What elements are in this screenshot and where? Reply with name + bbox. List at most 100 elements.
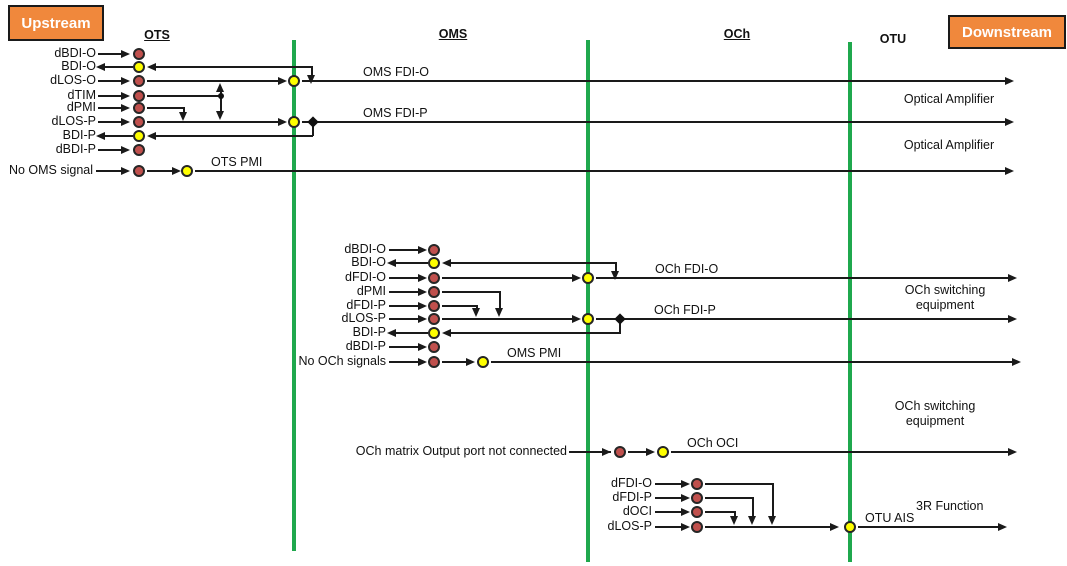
return-line: [312, 124, 314, 136]
flow-line: [442, 361, 470, 363]
arrowhead-up: [216, 83, 224, 92]
flow-line: [389, 291, 419, 293]
layer-header-ots: OTS: [144, 28, 170, 42]
och-defect-label-dlos-p: dLOS-P: [607, 519, 652, 533]
tap-arrow-down: [611, 271, 619, 280]
flow-line: [183, 107, 185, 114]
arrowhead-right: [278, 118, 287, 126]
flow-line: [105, 135, 133, 137]
arrowhead-right: [646, 448, 655, 456]
arrowhead-right: [1005, 167, 1014, 175]
arrowhead-right: [681, 508, 690, 516]
oms-defect-label-bdi-o: BDI-O: [351, 255, 386, 269]
flow-line: [655, 511, 681, 513]
flow-line: [442, 277, 573, 279]
flow-line: [98, 107, 126, 109]
arrowhead-left: [96, 132, 105, 140]
flow-line: [596, 318, 1010, 320]
tap-arrow-down: [307, 75, 315, 84]
signal-dot: [288, 116, 300, 128]
defect-dot: [691, 521, 703, 533]
return-line: [451, 262, 617, 264]
signal-label-och-fdi-o: OCh FDI-O: [655, 262, 719, 276]
flow-line: [98, 53, 126, 55]
return-line: [156, 135, 313, 137]
ots-defect-label-bdi-p: BDI-P: [62, 128, 96, 142]
ots-defect-label-dbdi-p: dBDI-P: [55, 142, 96, 156]
arrowhead-right: [1012, 358, 1021, 366]
och-defect-label-dfdi-p: dFDI-P: [612, 490, 652, 504]
arrowhead-right: [681, 494, 690, 502]
arrowhead-down: [768, 516, 776, 525]
arrowhead-down: [216, 111, 224, 120]
return-line: [619, 321, 621, 333]
oms-defect-label-dfdi-p: dFDI-P: [346, 298, 386, 312]
arrowhead-right: [418, 315, 427, 323]
flow-line: [396, 262, 428, 264]
arrowhead-right: [121, 92, 130, 100]
arrowhead-right: [121, 146, 130, 154]
ots-defect-label-bdi-o: BDI-O: [61, 59, 96, 73]
signal-label-oms-fdi-o: OMS FDI-O: [363, 65, 429, 79]
signal-dot: [477, 356, 489, 368]
flow-line: [98, 95, 126, 97]
arrowhead-right: [121, 118, 130, 126]
arrowhead-right: [172, 167, 181, 175]
arrowhead-down: [495, 308, 503, 317]
arrowhead-right: [572, 315, 581, 323]
flow-line: [389, 318, 419, 320]
flow-line: [147, 80, 279, 82]
return-line: [156, 66, 312, 68]
signal-dot: [288, 75, 300, 87]
defect-dot: [133, 144, 145, 156]
signal-dot: [133, 61, 145, 73]
arrowhead-left: [387, 329, 396, 337]
flow-line: [858, 526, 998, 528]
flow-line: [705, 497, 754, 499]
arrowhead-right: [830, 523, 839, 531]
return-line: [311, 66, 313, 76]
arrowhead-right: [1008, 315, 1017, 323]
arrowhead-right: [121, 77, 130, 85]
flow-line: [389, 249, 419, 251]
oms-defect-label-dlos-p: dLOS-P: [341, 311, 386, 325]
flow-line: [655, 483, 681, 485]
flow-line: [389, 346, 419, 348]
defect-dot: [614, 446, 626, 458]
tap-diamond: [307, 116, 319, 128]
annotation-optical-amplifier-1: Optical Amplifier: [903, 92, 995, 106]
return-line: [615, 262, 617, 272]
ots-defect-label-dlos-o: dLOS-O: [50, 73, 96, 87]
defect-dot: [133, 116, 145, 128]
flow-line: [96, 170, 126, 172]
defect-dot: [428, 286, 440, 298]
ots-defect-label-dlos-p: dLOS-P: [51, 114, 96, 128]
flow-line: [655, 497, 681, 499]
arrowhead-down: [730, 516, 738, 525]
downstream-box: Downstream: [948, 15, 1066, 49]
defect-dot: [691, 478, 703, 490]
arrowhead-down: [748, 516, 756, 525]
tap-diamond: [614, 313, 626, 325]
downstream-label: Downstream: [961, 23, 1053, 41]
arrowhead-down: [472, 308, 480, 317]
arrowhead-right: [418, 274, 427, 282]
defect-dot: [428, 341, 440, 353]
flow-line: [596, 277, 1008, 279]
flow-line: [396, 332, 428, 334]
layer-header-oms: OMS: [438, 27, 468, 41]
flow-line: [147, 121, 279, 123]
arrowhead-right: [681, 480, 690, 488]
flow-line: [569, 451, 611, 453]
signal-label-oms-pmi: OMS PMI: [507, 346, 562, 360]
defect-dot: [428, 300, 440, 312]
upstream-box: Upstream: [8, 5, 104, 41]
arrowhead-right: [1008, 274, 1017, 282]
arrowhead-right: [466, 358, 475, 366]
oms-defect-label-dfdi-o: dFDI-O: [345, 270, 386, 284]
defect-dot: [428, 356, 440, 368]
arrowhead-left: [147, 132, 156, 140]
arrowhead-left: [147, 63, 156, 71]
oms-no-signal-label: No OCh signals: [298, 354, 386, 368]
och-defect-label-dfdi-o: dFDI-O: [611, 476, 652, 490]
